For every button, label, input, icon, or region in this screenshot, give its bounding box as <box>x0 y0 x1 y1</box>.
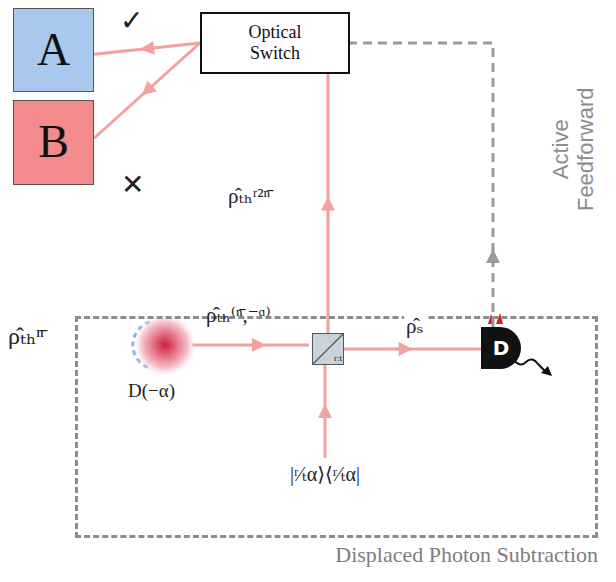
beam-splitter: r:t <box>312 333 344 365</box>
feedforward-label: Active Feedforward <box>548 74 599 224</box>
node-label: B <box>38 116 69 169</box>
beam-arrowhead <box>252 338 266 352</box>
arrowhead <box>486 249 500 263</box>
feedforward-line <box>350 43 500 327</box>
fail-mark: ✕ <box>121 168 144 201</box>
state-label: ρ̂ₜₕⁿ̄ <box>8 322 44 350</box>
node-label: Optical Switch <box>230 22 320 63</box>
node-label: D <box>493 337 510 360</box>
success-mark: ✓ <box>120 4 143 37</box>
gaussian-state <box>134 314 196 376</box>
arrowhead <box>321 197 335 211</box>
output-box: A <box>13 8 94 92</box>
switch-box: Optical Switch <box>200 12 350 74</box>
beam-line <box>321 74 335 333</box>
beam-line <box>192 344 309 347</box>
state-label: ρ̂ₛ <box>404 314 426 339</box>
node-label: A <box>37 24 70 77</box>
beam-line <box>94 41 200 55</box>
arrowhead <box>140 41 155 55</box>
node-label: r:t <box>334 353 342 363</box>
output-arrowhead <box>541 366 552 376</box>
beam-arrowhead <box>318 404 332 418</box>
output-wire <box>514 359 546 372</box>
beam-line <box>344 342 481 356</box>
dashed-region: Displaced Photon Subtractionr:tD <box>75 316 598 538</box>
state-label: |ʳ⁄ₜα⟩⟨ʳ⁄ₜα| <box>254 462 396 486</box>
arrowhead <box>142 81 157 96</box>
detector: D <box>481 327 521 369</box>
region-title: Displaced Photon Subtraction <box>335 542 598 567</box>
operator-label: D(−α) <box>128 380 175 402</box>
output-box: B <box>13 100 94 185</box>
state-label: ρ̂ₜₕ⁽ⁿ̄,⁻ᵅ⁾ <box>206 303 271 328</box>
state-label: ρ̂ₜₕʳ²ⁿ̄ <box>226 184 272 209</box>
arrowhead <box>399 342 413 356</box>
beam-line <box>94 43 200 138</box>
